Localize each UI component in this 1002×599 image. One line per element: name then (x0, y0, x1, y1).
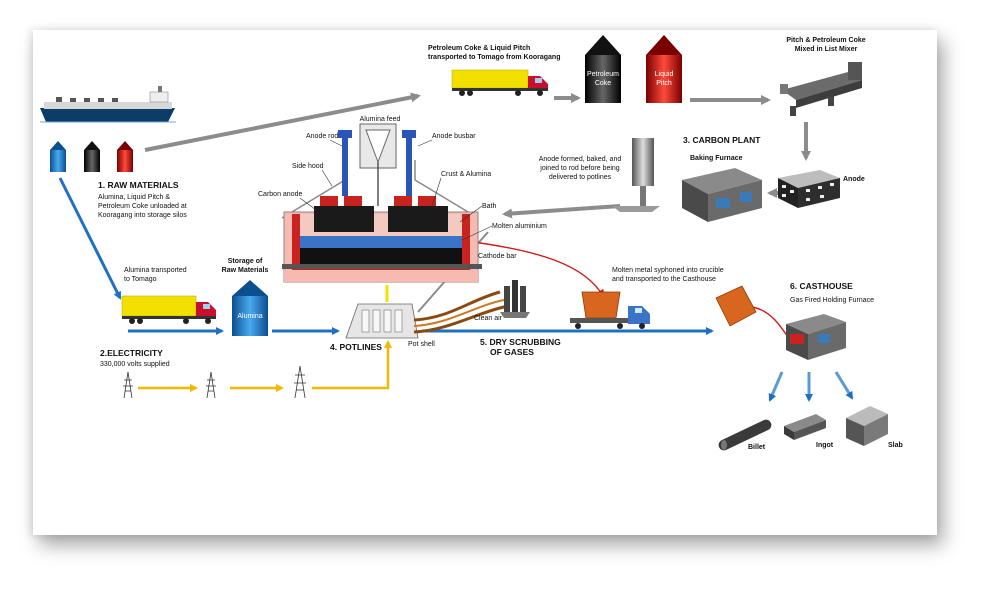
holding-furnace-label: Gas Fired Holding Furnace (790, 297, 874, 304)
storage-label: Raw Materials (222, 267, 269, 274)
crucible-truck-icon (570, 291, 650, 329)
anode-rod-label: Anode rod (306, 133, 338, 140)
casthouse-title: 6. CASTHOUSE (790, 281, 853, 291)
raw-material-silos (50, 141, 133, 172)
alumina-silo-label: Alumina (237, 313, 262, 320)
electricity-desc: 330,000 volts supplied (100, 361, 170, 368)
molten-metal-label: and transported to the Casthouse (612, 276, 716, 283)
ingot-icon (784, 414, 826, 440)
diagram-card (33, 30, 937, 535)
gas-ducts (413, 290, 509, 334)
arrow-silo-to-alumina-truck (58, 177, 122, 300)
storage-label: Storage of (228, 258, 263, 265)
baking-furnace-icon (682, 168, 762, 222)
anode-busbar-label: Anode busbar (432, 133, 476, 140)
side-hood-label: Side hood (292, 163, 324, 170)
raw-materials-desc: Petroleum Coke unloaded at (98, 203, 187, 210)
petroleum-coke-silo-label: Coke (595, 80, 611, 87)
petroleum-coke-silo-label: Petroleum (587, 71, 619, 78)
holding-furnace-icon (786, 314, 846, 360)
raw-materials-desc: Kooragang into storage silos (98, 212, 187, 219)
raw-materials-desc: Alumina, Liquid Pitch & (98, 194, 170, 201)
dry-scrubber-icon (500, 280, 530, 318)
arrow-to-slab (834, 371, 854, 400)
list-mixer-icon (780, 62, 862, 116)
alumina-storage-silo-icon: Alumina (232, 280, 268, 336)
alumina-feed-label: Alumina feed (360, 116, 401, 123)
electricity-title: 2.ELECTRICITY (100, 348, 163, 358)
molten-flow-to-crucible (457, 239, 605, 298)
carbon-anode-label: Carbon anode (258, 191, 302, 198)
liquid-pitch-silo-label: Pitch (656, 80, 672, 87)
mixer-label: Pitch & Petroleum Coke (786, 37, 865, 44)
billet-icon (718, 419, 772, 451)
cargo-ship-icon (40, 86, 176, 123)
coke-silo-icon (84, 141, 100, 172)
anode-formed-label: Anode formed, baked, and (539, 156, 622, 163)
mixer-label: Mixed in List Mixer (795, 46, 858, 53)
alumina-transport-label: Alumina transported (124, 267, 187, 274)
ingot-label: Ingot (816, 442, 834, 449)
clean-air-label: Clean air (474, 315, 503, 322)
raw-materials-title: 1. RAW MATERIALS (98, 180, 179, 190)
anode-rod-assembly-icon (612, 138, 660, 212)
arrow-rod-to-cell (502, 204, 621, 219)
slab-label: Slab (888, 442, 903, 449)
molten-metal-label: Molten metal syphoned into crucible (612, 267, 724, 274)
alumina-silo-icon (50, 141, 66, 172)
potline-cell-icon (345, 303, 419, 339)
molten-flow-to-furnace (751, 306, 791, 341)
liquid-pitch-silo-label: Liquid (655, 71, 674, 78)
electricity-line-3 (312, 340, 392, 390)
baking-furnace-label: Baking Furnace (690, 155, 743, 162)
slab-icon (846, 406, 888, 446)
arrow-silos-to-petcoke-transport (144, 92, 421, 152)
pylon-icon (123, 371, 133, 399)
petcoke-truck-icon (451, 69, 548, 96)
alumina-transport-label: to Tomago (124, 276, 157, 283)
crust-alumina-label: Crust & Alumina (441, 171, 491, 178)
pylon-icon (206, 371, 216, 399)
liquid-pitch-silo-icon: Liquid Pitch (646, 35, 682, 103)
pylon-icon (294, 365, 306, 399)
petroleum-coke-silo-icon: Petroleum Coke (585, 35, 621, 103)
anode-block-icon (778, 170, 840, 208)
carbon-plant-title: 3. CARBON PLANT (683, 135, 761, 145)
petcoke-transport-label: transported to Tomago from Kooragang (428, 54, 560, 61)
anode-formed-label: delivered to potlines (549, 174, 612, 181)
molten-aluminium-label: Molten aluminium (492, 223, 547, 230)
dry-scrubbing-title: OF GASES (490, 347, 534, 357)
anode-label: Anode (843, 176, 865, 183)
anode-formed-label: joined to rod before being (539, 165, 619, 172)
potlines-title: 4. POTLINES (330, 342, 382, 352)
bath-label: Bath (482, 203, 497, 210)
dry-scrubbing-title: 5. DRY SCRUBBING (480, 337, 561, 347)
arrow-to-billet (768, 371, 784, 402)
pot-shell-label: Pot shell (408, 341, 435, 348)
pouring-crucible-icon (715, 285, 757, 327)
petcoke-transport-label: Petroleum Coke & Liquid Pitch (428, 45, 530, 52)
pitch-silo-icon (117, 141, 133, 172)
alumina-truck-icon (121, 295, 216, 324)
billet-label: Billet (748, 444, 766, 451)
reduction-cell-cross-section (281, 123, 482, 283)
cathode-bar-label: Cathode bar (478, 253, 517, 260)
